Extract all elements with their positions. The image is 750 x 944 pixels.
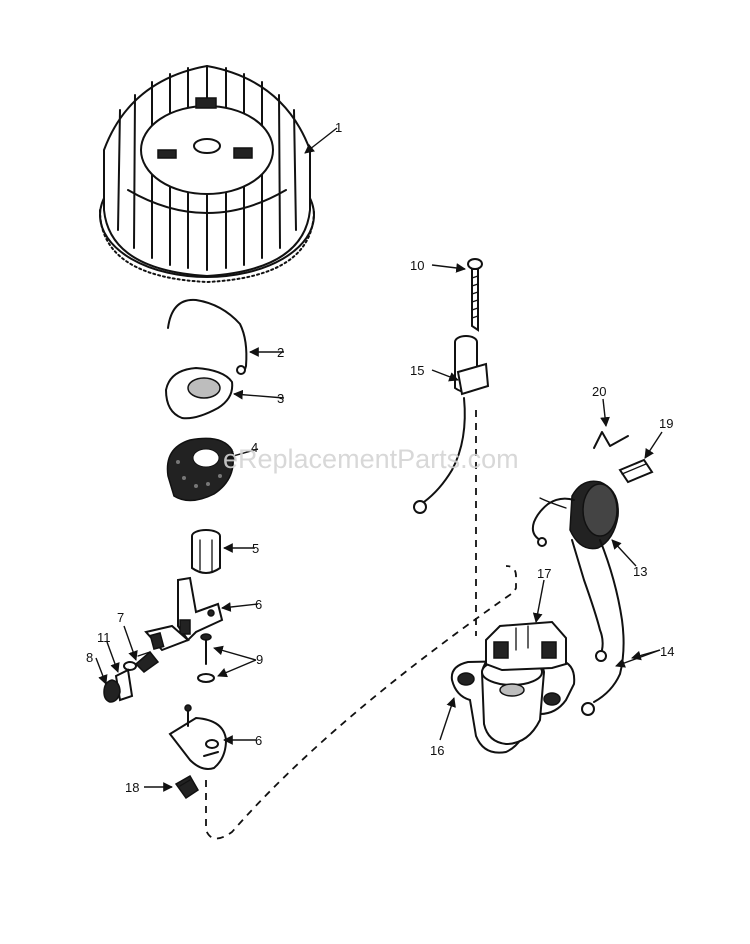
callout-11-leader: [106, 641, 120, 673]
callout-19: 19: [659, 416, 673, 431]
callout-9: 9: [256, 652, 263, 667]
callout-10: 10: [410, 258, 424, 273]
callout-14: 14: [660, 644, 674, 659]
callout-8-leader: [95, 657, 108, 685]
callout-9a-leader: [213, 645, 257, 661]
callout-15: 15: [410, 363, 424, 378]
callout-8: 8: [86, 650, 93, 665]
screw-washer-part: [197, 633, 215, 683]
callout-19-leader: [644, 431, 663, 459]
callout-4: 4: [251, 440, 258, 455]
condenser-part: [413, 335, 490, 514]
callout-17-leader: [532, 579, 545, 623]
ground-wire-part: [581, 539, 625, 716]
callout-4-leader: [225, 448, 259, 461]
callout-10-leader: [431, 263, 466, 273]
callout-18: 18: [125, 780, 139, 795]
callout-5: 5: [252, 541, 259, 556]
callout-13: 13: [633, 564, 647, 579]
callout-1-leader: [304, 127, 338, 154]
callout-3: 3: [277, 391, 284, 406]
callout-11: 11: [97, 630, 111, 645]
gasket-part: [166, 437, 234, 502]
callout-2: 2: [277, 345, 284, 360]
wire-spring-part: [167, 298, 248, 375]
callout-20: 20: [592, 384, 606, 399]
lamination-pad-part: [618, 458, 654, 484]
callout-14b-leader: [615, 649, 661, 668]
assembly-path-dashed: [205, 565, 517, 840]
callout-6b: 6: [255, 733, 262, 748]
callout-20-leader: [600, 398, 610, 427]
callout-16-leader: [439, 697, 456, 741]
callout-3-leader: [233, 389, 285, 400]
contact-assembly-part: [103, 624, 190, 703]
watermark: eReplacementParts.com: [223, 444, 519, 474]
spring-clip-part: [593, 431, 629, 449]
callout-1: 1: [335, 120, 342, 135]
callout-15-leader: [431, 369, 459, 382]
flywheel-part: [99, 65, 315, 283]
callout-7: 7: [117, 610, 124, 625]
bushing-part: [191, 529, 221, 574]
ignition-coil-part: [531, 480, 619, 662]
callout-17: 17: [537, 566, 551, 581]
callout-9b-leader: [217, 659, 257, 678]
callout-6a-leader: [221, 602, 259, 612]
mounting-plate-part: [168, 704, 228, 770]
breaker-arm-part: [177, 576, 224, 642]
callout-7-leader: [123, 625, 138, 661]
felt-pad-part: [174, 774, 199, 800]
callout-13-leader: [611, 539, 637, 567]
condenser-screw-part: [467, 258, 483, 332]
breaker-box-part: [450, 620, 576, 754]
cover-part: [164, 366, 234, 420]
callout-6a: 6: [255, 597, 262, 612]
callout-16: 16: [430, 743, 444, 758]
